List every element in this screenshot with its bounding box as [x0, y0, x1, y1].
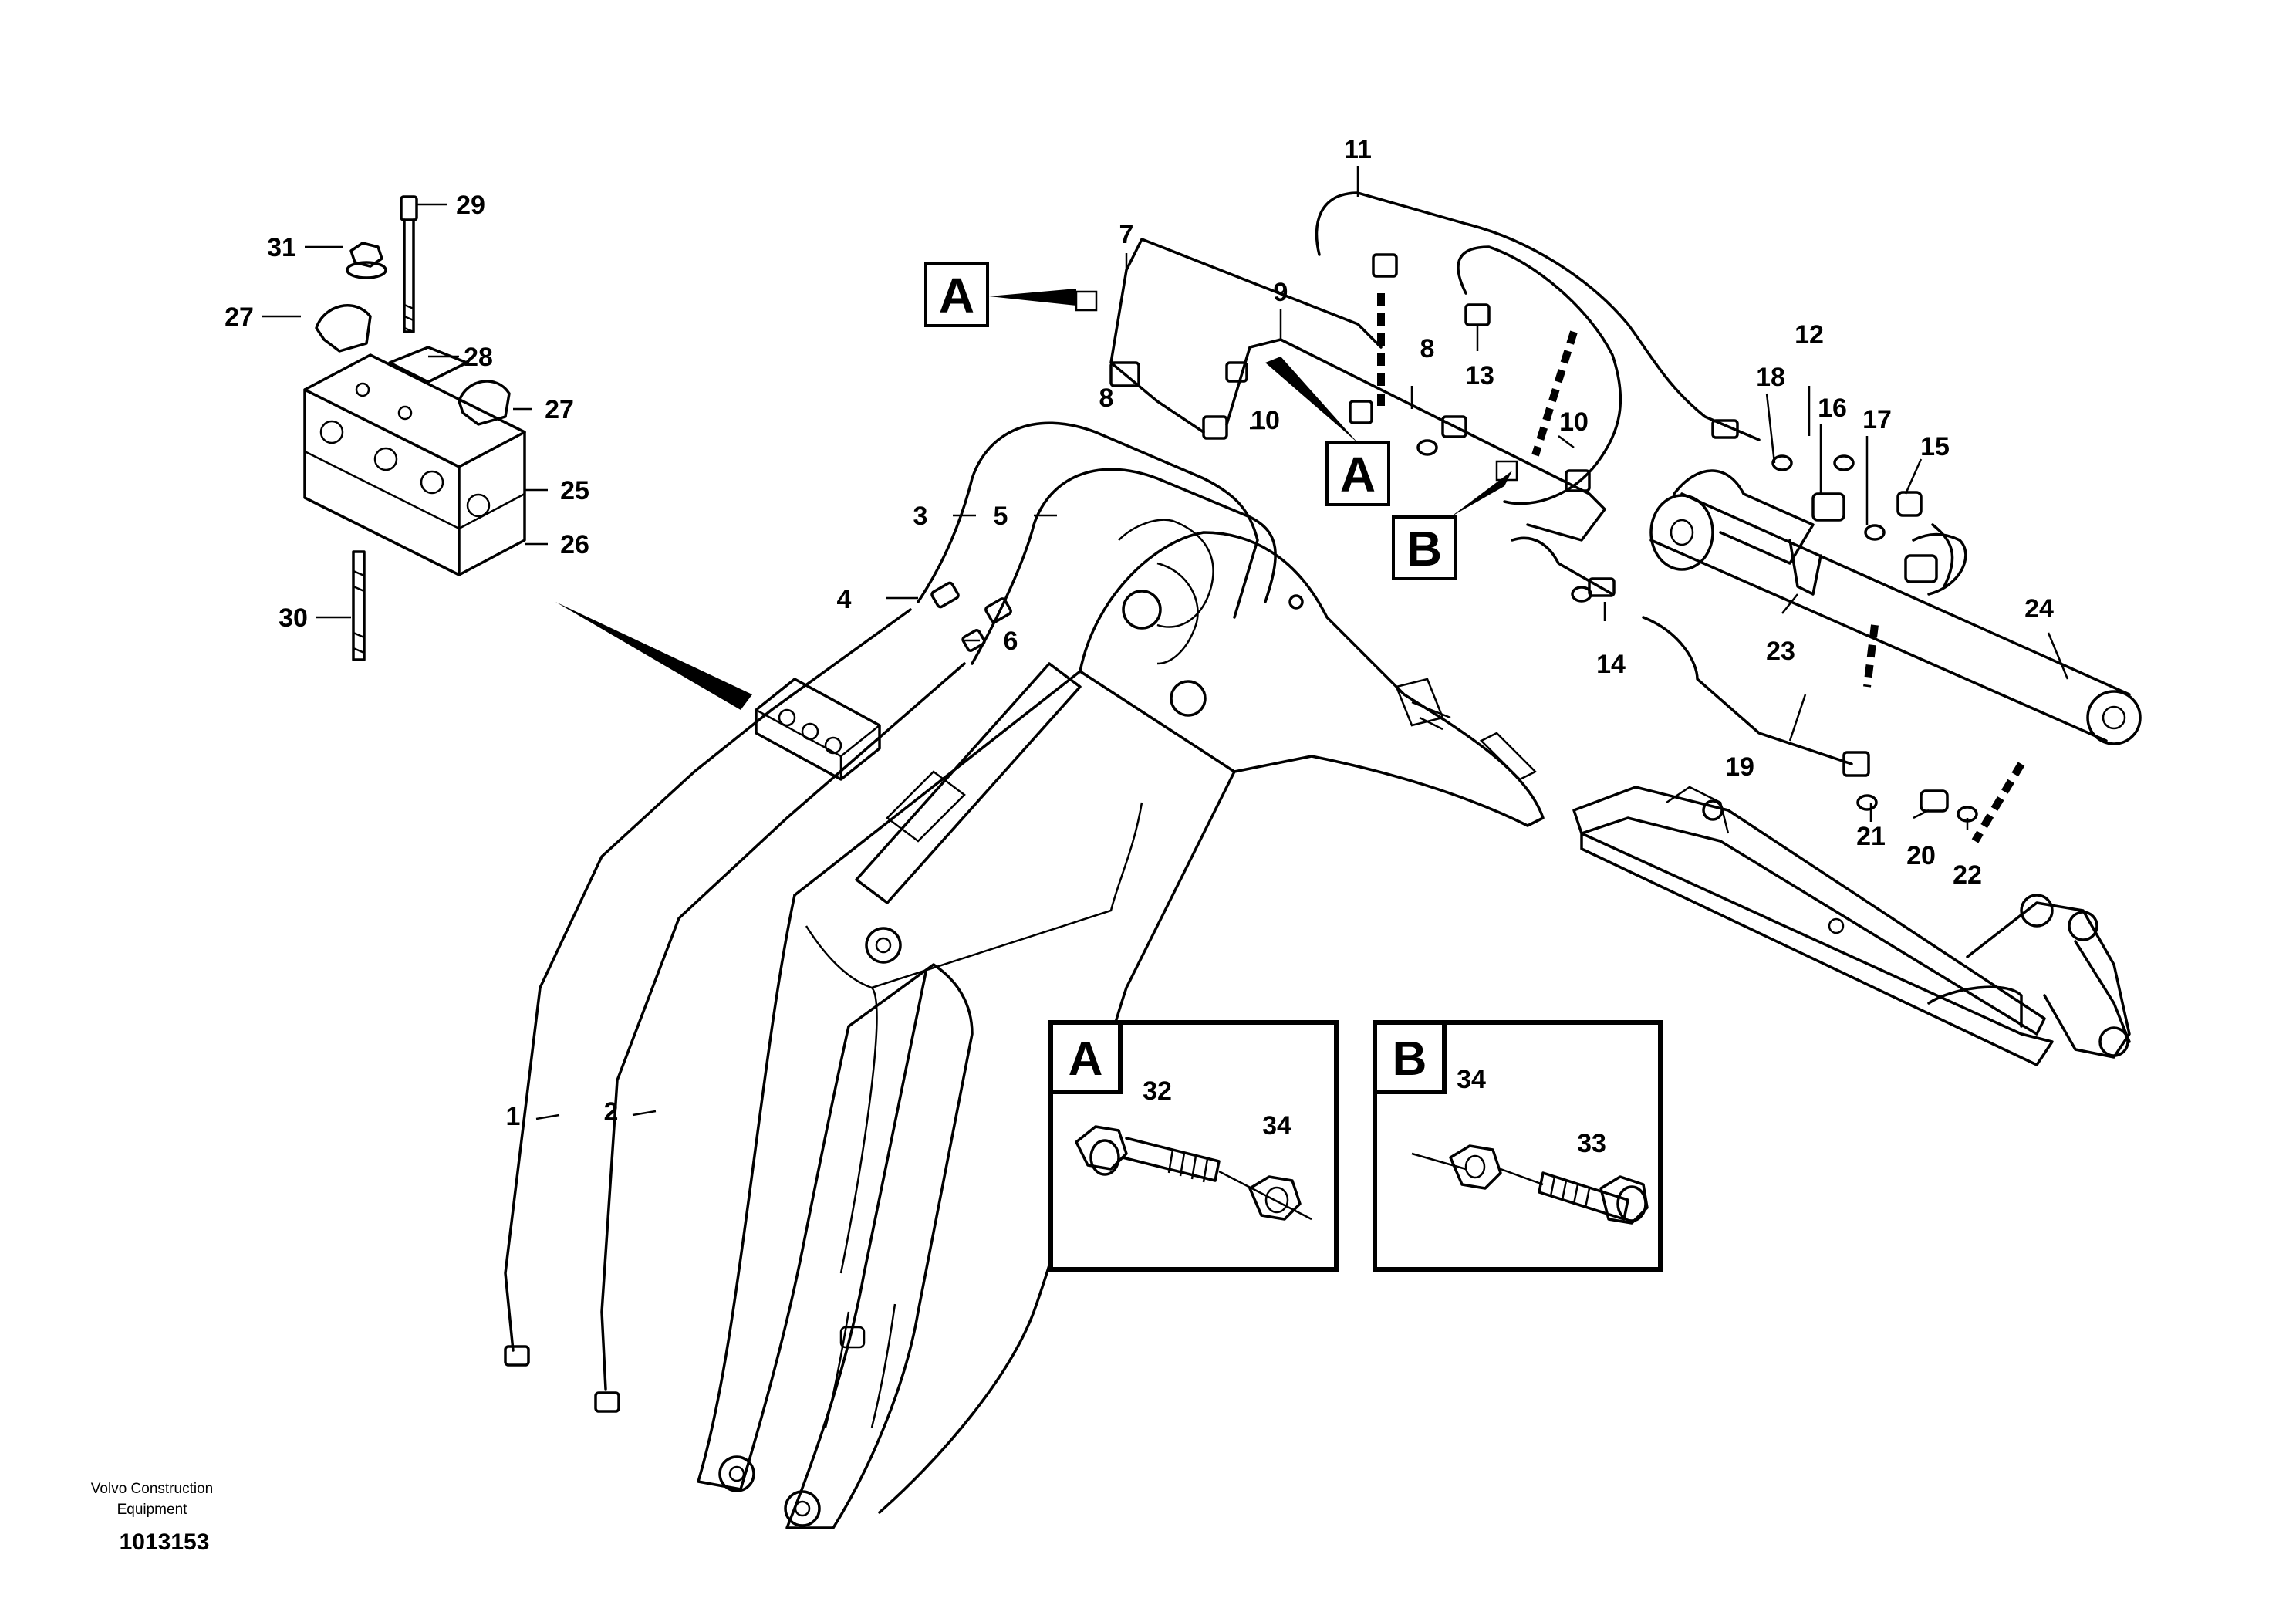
reference-tag-a-top: A [924, 262, 1098, 327]
callout-labels: 1 2 3 4 5 6 7 8 8 9 10 10 11 12 13 14 15… [225, 135, 2054, 1158]
reference-tag-b: B [1392, 460, 1518, 580]
callout-19: 19 [1725, 752, 1754, 782]
callout-9: 9 [1274, 278, 1288, 307]
callout-34-a: 34 [1262, 1111, 1292, 1140]
callout-30: 30 [279, 603, 308, 633]
callout-10-right: 10 [1559, 407, 1589, 437]
callout-22: 22 [1953, 860, 1982, 890]
credit-line-1: Volvo Construction [91, 1481, 213, 1497]
callout-27-left: 27 [225, 302, 254, 332]
callout-8-left: 8 [1099, 384, 1114, 413]
footer-credit: Volvo Construction Equipment 1013153 [91, 1481, 213, 1555]
detail-view-a-letter: A [1069, 1032, 1103, 1086]
callout-14: 14 [1596, 650, 1626, 679]
callout-17: 17 [1862, 405, 1892, 434]
callout-21: 21 [1856, 822, 1886, 851]
callout-5: 5 [994, 502, 1008, 531]
detail-view-b: B [1373, 1020, 1663, 1272]
document-number: 1013153 [120, 1529, 210, 1555]
callout-33: 33 [1577, 1129, 1606, 1158]
detail-view-b-letter: B [1393, 1032, 1427, 1086]
callout-13: 13 [1465, 361, 1494, 390]
callout-12: 12 [1795, 320, 1824, 350]
pipe-lines [504, 191, 1978, 1413]
callout-27-right: 27 [545, 395, 574, 424]
callout-8-right: 8 [1420, 334, 1435, 363]
link-bracket [1572, 786, 2131, 1066]
clamp-assembly [303, 195, 526, 661]
callout-23: 23 [1766, 637, 1795, 666]
pipe-clamp [555, 602, 881, 781]
callout-24: 24 [2024, 594, 2054, 623]
callout-29: 29 [456, 191, 485, 220]
callout-4: 4 [837, 585, 852, 614]
callout-6: 6 [1004, 627, 1018, 656]
detail-view-a: A [1048, 1020, 1339, 1272]
callout-1: 1 [506, 1102, 521, 1131]
callout-28: 28 [464, 343, 493, 372]
hydraulic-cylinder [1649, 469, 2142, 745]
callout-15: 15 [1920, 432, 1950, 461]
dashed-boundaries [1377, 293, 2025, 843]
callout-2: 2 [604, 1097, 619, 1127]
callout-25: 25 [560, 476, 589, 505]
reference-tag-a-mid: A [1265, 357, 1390, 506]
reference-tag-a-top-letter: A [939, 268, 974, 323]
callout-31: 31 [267, 233, 296, 262]
callout-10-left: 10 [1251, 406, 1280, 435]
callout-32: 32 [1143, 1076, 1172, 1106]
callout-34-b: 34 [1457, 1065, 1486, 1094]
callout-3: 3 [913, 502, 928, 531]
callout-11: 11 [1344, 135, 1372, 164]
callout-7: 7 [1119, 220, 1134, 249]
reference-tag-a-mid-letter: A [1340, 447, 1376, 502]
callout-26: 26 [560, 530, 589, 559]
credit-line-2: Equipment [117, 1502, 188, 1518]
callout-16: 16 [1818, 394, 1847, 423]
callout-18: 18 [1756, 363, 1785, 392]
reference-tag-b-letter: B [1406, 521, 1442, 576]
leader-lines [262, 166, 2069, 1120]
callout-20: 20 [1906, 841, 1936, 870]
